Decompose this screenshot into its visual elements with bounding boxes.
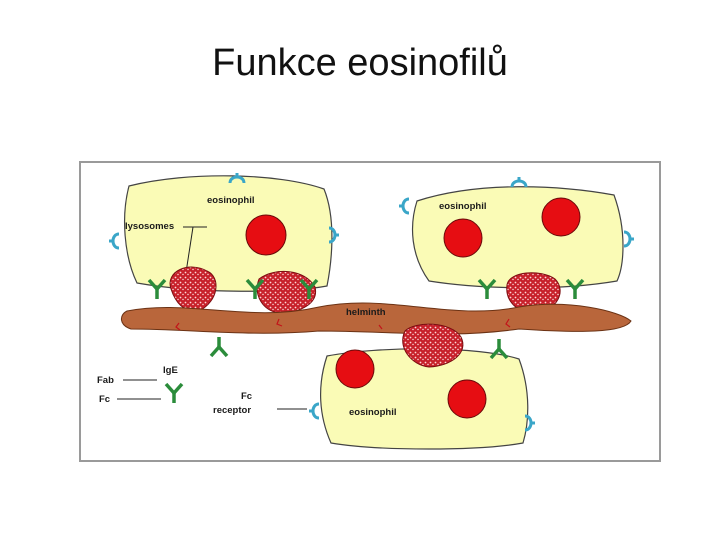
- worm-damage-marks: [175, 318, 511, 331]
- antibody-legend: Fab Fc IgE Fc receptor: [97, 365, 307, 416]
- eosinophil-label: eosinophil: [349, 407, 397, 418]
- ige-label: IgE: [163, 365, 178, 376]
- nucleus: [541, 197, 581, 237]
- nucleus: [245, 214, 287, 256]
- fc-receptor-label-line1: Fc: [241, 391, 252, 402]
- eosinophil-bottom: eosinophil: [307, 323, 537, 450]
- lysosomes-label: lysosomes: [125, 221, 174, 232]
- eosinophil-function-diagram: eosinophil lysosomes eosinophil helminth…: [79, 161, 661, 462]
- lysosome: [402, 323, 464, 368]
- eosinophil-label: eosinophil: [207, 195, 255, 206]
- eosinophil-label: eosinophil: [439, 201, 487, 212]
- fc-receptor-label-line2: receptor: [213, 405, 251, 416]
- lysosome: [506, 272, 561, 314]
- fab-label: Fab: [97, 375, 114, 386]
- nucleus: [447, 379, 487, 419]
- helminth-worm: [121, 302, 632, 335]
- lysosome: [169, 266, 217, 312]
- helminth-label: helminth: [346, 307, 386, 318]
- nucleus: [443, 218, 483, 258]
- fc-label: Fc: [99, 394, 110, 405]
- eosinophil-top-left: eosinophil lysosomes: [107, 171, 341, 314]
- eosinophil-top-right: eosinophil: [397, 175, 636, 314]
- slide-title: Funkce eosinofilů: [212, 42, 508, 84]
- nucleus: [335, 349, 375, 389]
